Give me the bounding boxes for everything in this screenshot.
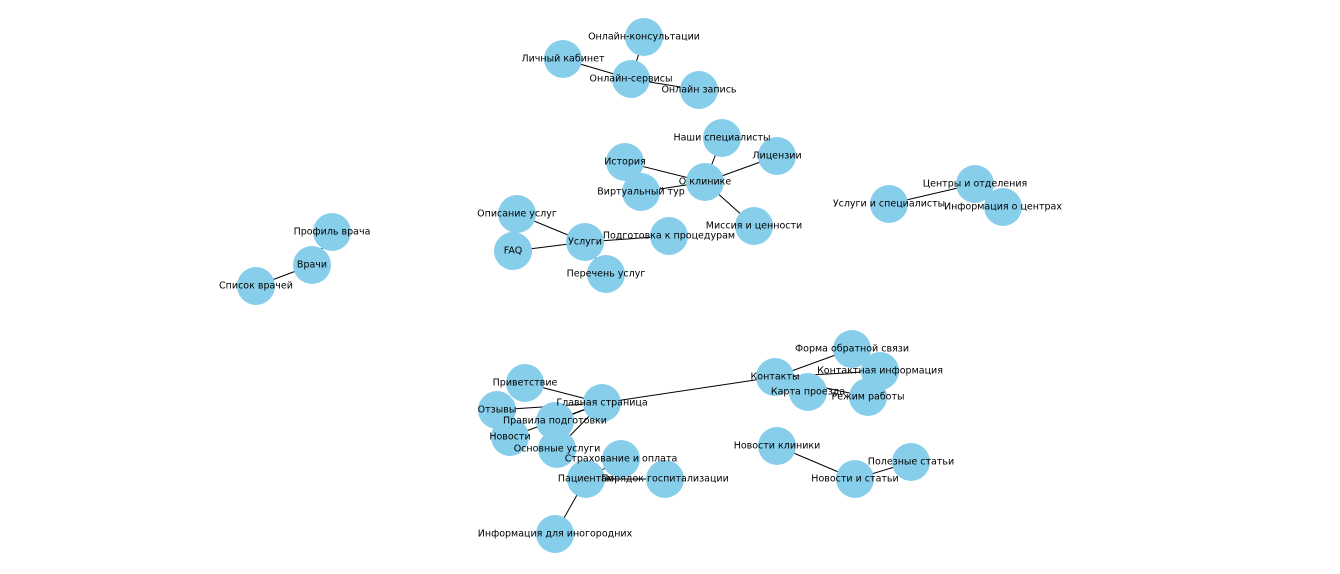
node-prep_procedures (650, 217, 688, 255)
node-label-services_desc: Описание услуг (477, 209, 557, 220)
node-doctors (293, 246, 331, 284)
node-label-map: Карта проезда (771, 387, 845, 398)
node-mission (735, 207, 773, 245)
node-label-news_articles: Новости и статьи (811, 474, 898, 485)
node-feedback (833, 330, 871, 368)
node-label-nonresident: Информация для иногородних (478, 529, 633, 540)
node-label-contact_info: Контактная информация (817, 366, 943, 377)
nodes (237, 18, 1022, 553)
node-centers_info (984, 188, 1022, 226)
node-label-services_specialists: Услуги и специалисты (833, 199, 945, 210)
node-label-feedback: Форма обратной связи (795, 344, 909, 355)
node-label-centers: Центры и отделения (923, 179, 1028, 190)
node-label-contacts: Контакты (751, 372, 800, 383)
node-services_specialists (870, 185, 908, 223)
node-label-online_services: Онлайн-сервисы (590, 74, 673, 85)
node-virtual_tour (622, 173, 660, 211)
node-useful_articles (892, 443, 930, 481)
node-label-hospitalization: Порядок госпитализации (601, 474, 729, 485)
node-doctor_list (237, 267, 275, 305)
node-clinic_news (758, 427, 796, 465)
node-label-virtual_tour: Виртуальный тур (597, 187, 684, 198)
node-label-online_booking: Онлайн запись (661, 85, 736, 96)
node-label-specialists: Наши специалисты (673, 133, 770, 144)
node-label-faq: FAQ (504, 246, 522, 257)
node-online_consult (625, 18, 663, 56)
node-map (789, 373, 827, 411)
node-centers (956, 165, 994, 203)
node-history (606, 143, 644, 181)
node-label-doctors: Врачи (297, 260, 327, 271)
node-label-insurance: Страхование и оплата (565, 454, 678, 465)
node-label-hours: Режим работы (831, 392, 904, 403)
node-label-useful_articles: Полезные статьи (868, 457, 954, 468)
node-licenses (758, 137, 796, 175)
node-label-prep_rules: Правила подготовки (503, 416, 607, 427)
node-label-online_consult: Онлайн-консультации (588, 32, 700, 43)
node-label-welcome: Приветствие (493, 378, 558, 389)
node-specialists (703, 119, 741, 157)
node-news_articles (836, 460, 874, 498)
node-hospitalization (646, 460, 684, 498)
node-services_desc (498, 195, 536, 233)
node-welcome (506, 364, 544, 402)
node-doctor_profile (313, 213, 351, 251)
node-patients (567, 460, 605, 498)
node-label-about: О клинике (679, 177, 732, 188)
node-label-prep_procedures: Подготовка к процедурам (603, 231, 735, 242)
node-nonresident (536, 515, 574, 553)
node-news (491, 418, 529, 456)
node-label-history: История (604, 157, 646, 168)
node-label-cabinet: Личный кабинет (521, 54, 604, 65)
node-label-centers_info: Информация о центрах (944, 202, 1062, 213)
node-hours (849, 378, 887, 416)
node-insurance (602, 440, 640, 478)
node-label-doctor_profile: Профиль врача (294, 227, 371, 238)
node-label-services_list: Перечень услуг (567, 269, 646, 280)
node-online_services (612, 60, 650, 98)
node-online_booking (680, 71, 718, 109)
node-label-mission: Миссия и ценности (706, 221, 802, 232)
node-cabinet (544, 40, 582, 78)
node-services_list (587, 255, 625, 293)
node-label-main_services: Основные услуги (514, 444, 601, 455)
node-prep_rules (536, 402, 574, 440)
node-label-clinic_news: Новости клиники (734, 441, 821, 452)
node-label-services: Услуги (568, 237, 602, 248)
node-label-licenses: Лицензии (752, 151, 801, 162)
node-contacts (756, 358, 794, 396)
node-label-reviews: Отзывы (478, 405, 517, 416)
node-label-patients: Пациентам (558, 474, 614, 485)
node-label-news: Новости (489, 432, 530, 443)
node-label-home: Главная страница (556, 398, 647, 409)
node-about (686, 163, 724, 201)
edge-home-contacts (601, 376, 776, 404)
node-label-doctor_list: Список врачей (219, 281, 293, 292)
node-faq (494, 232, 532, 270)
node-services (566, 223, 604, 261)
node-home (583, 384, 621, 422)
node-main_services (538, 430, 576, 468)
